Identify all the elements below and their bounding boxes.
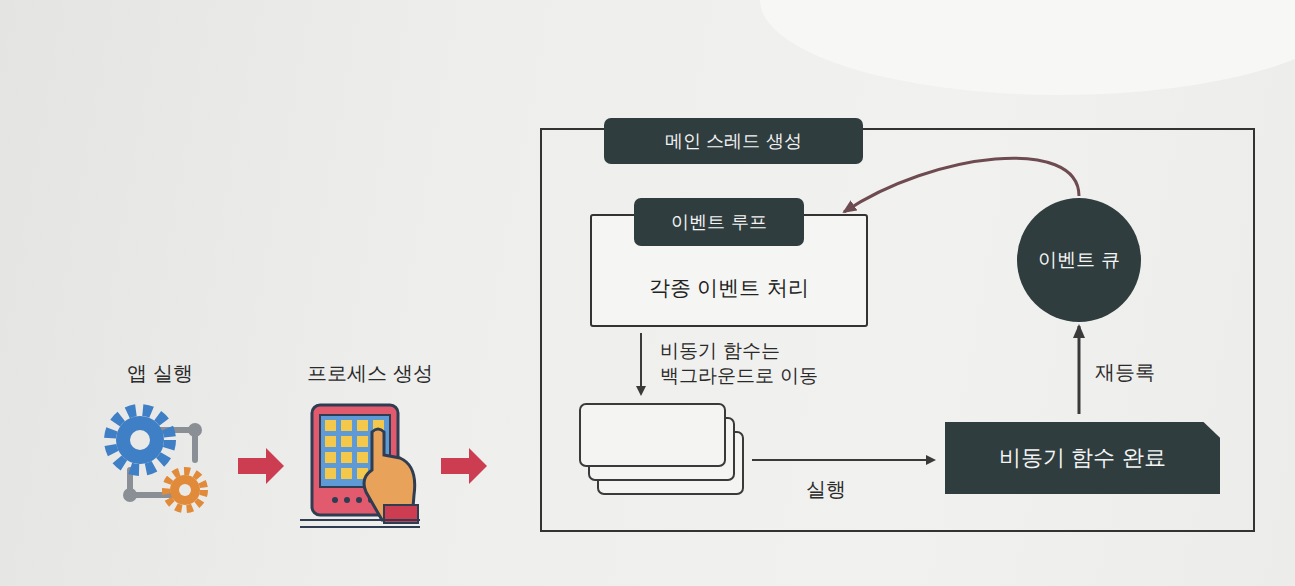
phone-icon [300, 405, 420, 527]
box-text: 비동기 함수 완료 [999, 443, 1167, 473]
gear-icon [110, 410, 204, 509]
arrow-label: 비동기 함수는 백그라운드로 이동 [660, 338, 830, 387]
heading-text: 메인 스레드 생성 [665, 129, 802, 153]
tab-heading: 이벤트 루프 [634, 198, 804, 246]
heading-text: 이벤트 루프 [671, 210, 767, 234]
flow-arrow [238, 448, 284, 484]
edge-label: 재등록 [1095, 359, 1155, 386]
tab-heading: 메인 스레드 생성 [604, 118, 863, 164]
event-queue-circle: 이벤트 큐 [1017, 198, 1141, 322]
run-arrow [752, 459, 934, 461]
main-thread-frame: 메인 스레드 생성이벤트 루프각종 이벤트 처리비동기 함수 완료이벤트 큐 [540, 128, 1255, 532]
async-done-box: 비동기 함수 완료 [945, 422, 1220, 494]
event-loop-box: 이벤트 루프각종 이벤트 처리 [590, 214, 868, 327]
body-text: 각종 이벤트 처리 [649, 274, 809, 302]
step-label: 프로세스 생성 [307, 360, 433, 386]
background-task-cards [580, 404, 743, 494]
body-area: 각종 이벤트 처리 [592, 250, 866, 325]
move-arrow [640, 333, 642, 394]
circle-text: 이벤트 큐 [1038, 247, 1120, 273]
connector [1078, 326, 1081, 414]
arrow-label: 실행 [806, 476, 846, 502]
flow-arrow [441, 448, 487, 484]
connector [844, 158, 1079, 212]
background-cup [760, 0, 1295, 95]
step-label: 앱 실행 [127, 360, 193, 386]
